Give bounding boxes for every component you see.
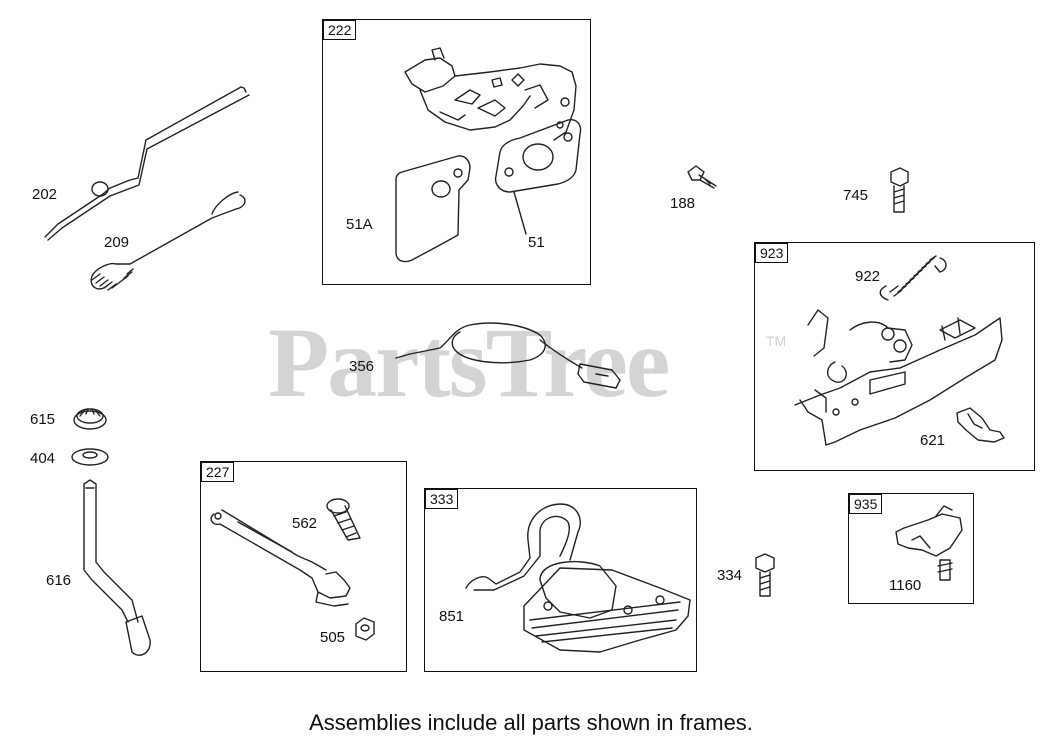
frame-227	[200, 461, 407, 672]
part-label-188: 188	[670, 195, 696, 212]
diagram-caption: Assemblies include all parts shown in fr…	[309, 710, 753, 735]
part-label-615: 615	[30, 411, 56, 428]
watermark-trademark: TM	[766, 333, 787, 349]
part-222-control-bracket	[404, 47, 577, 141]
part-356-ground-wire	[395, 322, 621, 389]
part-label-745: 745	[843, 187, 869, 204]
part-333-ignition-module	[465, 503, 691, 653]
part-label-404: 404	[30, 450, 56, 467]
part-616-lever	[83, 479, 151, 656]
part-label-51: 51	[528, 234, 545, 251]
part-label-202: 202	[32, 186, 58, 203]
part-922-spring	[879, 255, 947, 301]
part-923-bracket	[794, 309, 1003, 446]
part-label-209: 209	[104, 234, 130, 251]
part-label-922: 922	[855, 268, 881, 285]
part-615-nut	[73, 408, 107, 430]
frame-935	[848, 493, 974, 604]
part-505-nut	[355, 617, 375, 641]
frame-number-333: 333	[425, 489, 459, 509]
frame-number-227: 227	[201, 462, 235, 482]
part-label-334: 334	[717, 567, 743, 584]
frame-number-923: 923	[755, 243, 789, 263]
part-label-621: 621	[920, 432, 946, 449]
part-188-screw	[687, 165, 717, 189]
part-202-link-rod	[44, 86, 250, 241]
frame-923	[754, 242, 1035, 471]
part-label-51a: 51A	[346, 216, 373, 233]
frame-number-935: 935	[849, 494, 883, 514]
part-334-bolt	[755, 553, 775, 597]
frame-333	[424, 488, 697, 672]
part-404-washer	[71, 448, 109, 466]
part-621-clip	[956, 407, 1005, 443]
part-label-1160: 1160	[889, 577, 922, 594]
part-227-control-lever	[210, 509, 351, 607]
frame-222	[322, 19, 591, 285]
part-51a-plate	[395, 155, 471, 263]
part-745-bolt	[890, 167, 909, 213]
frame-number-222: 222	[323, 20, 357, 40]
part-51-gasket	[494, 119, 582, 235]
part-label-616: 616	[46, 572, 72, 589]
part-label-505: 505	[320, 629, 346, 646]
part-209-governor-spring	[90, 191, 246, 291]
part-935-bracket	[895, 505, 963, 581]
part-label-851: 851	[439, 608, 465, 625]
part-label-356: 356	[349, 358, 375, 375]
part-label-562: 562	[292, 515, 318, 532]
part-562-screw	[326, 498, 361, 541]
